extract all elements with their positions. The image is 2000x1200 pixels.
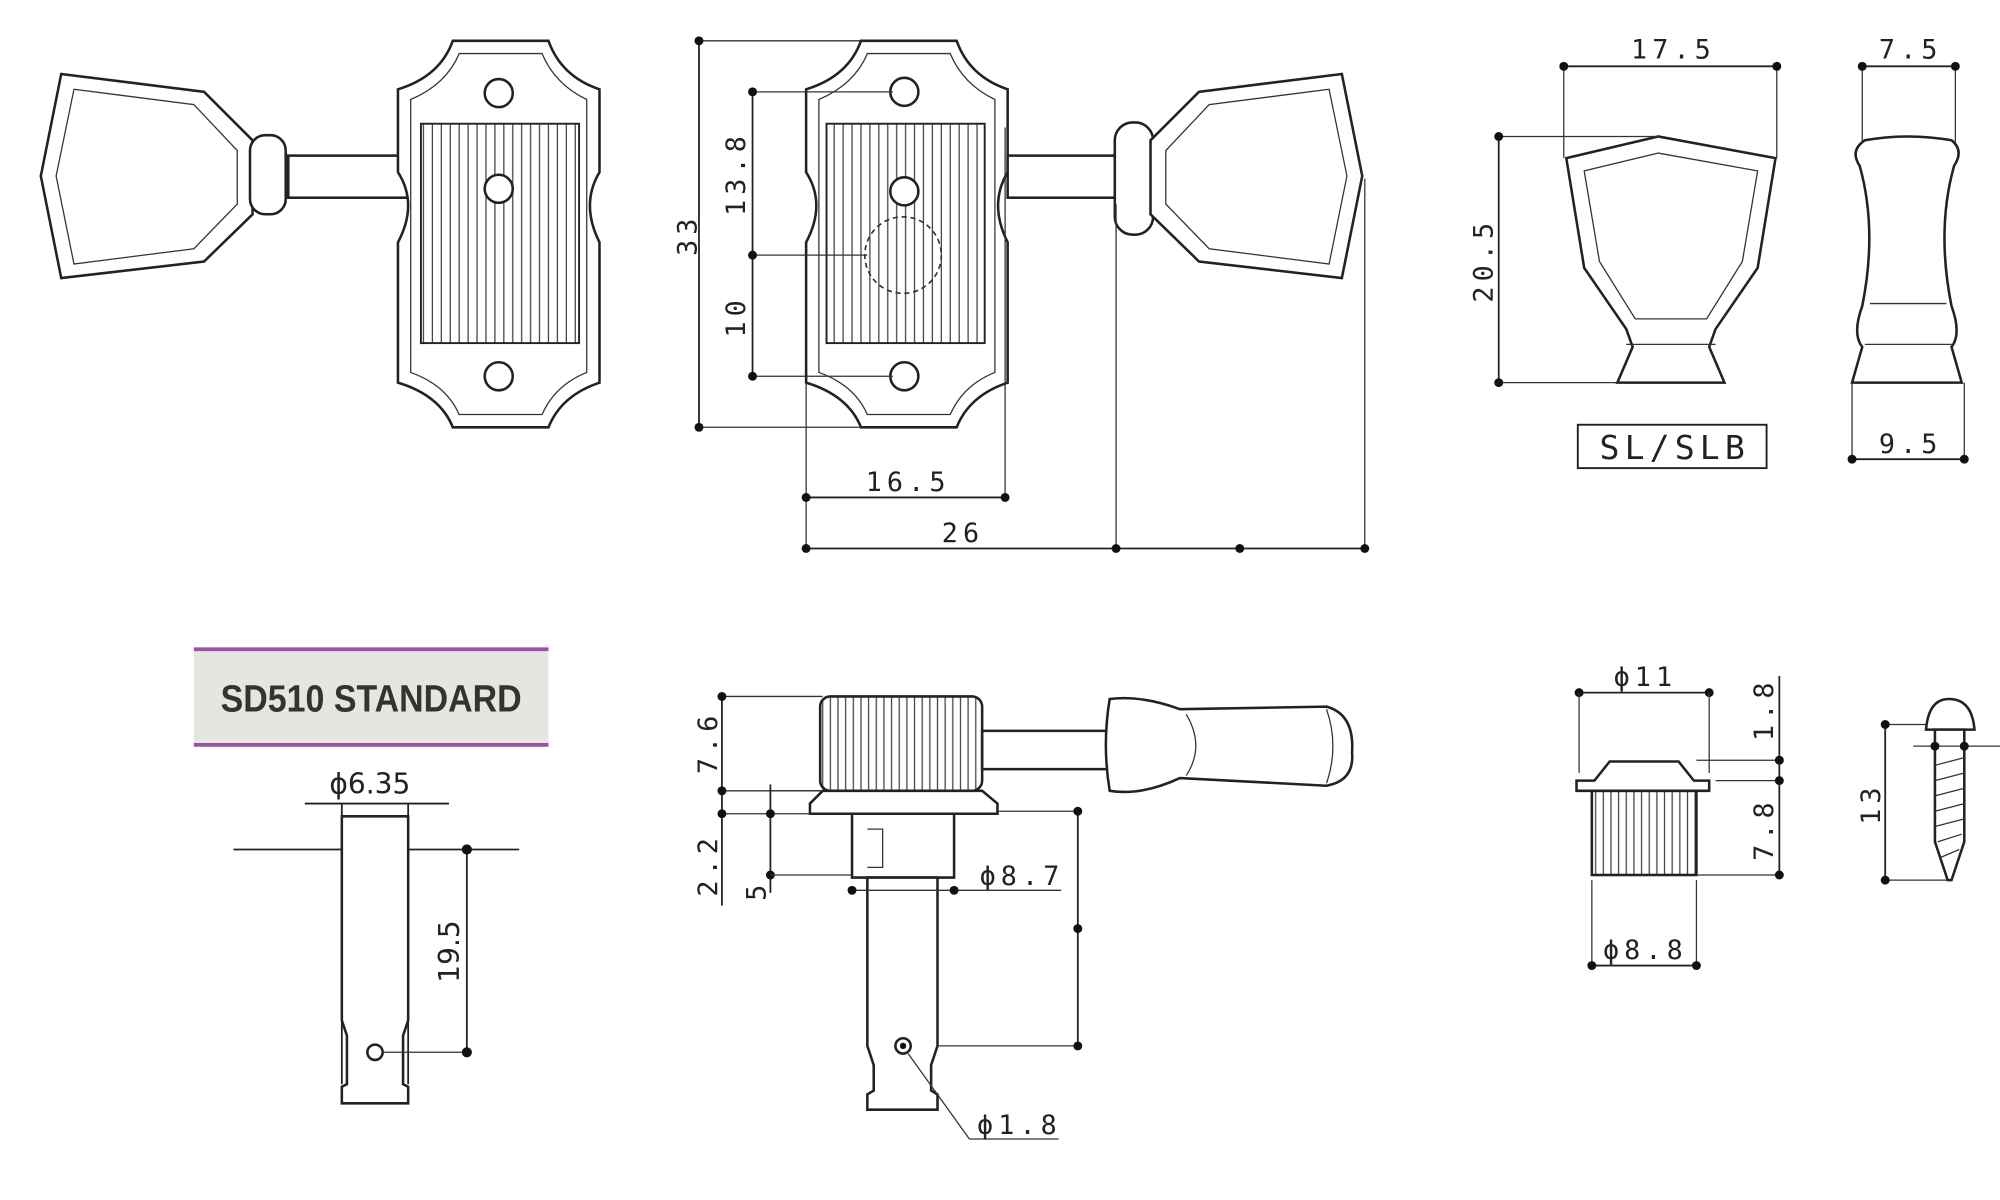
key-button-views: 17.5 20.5 SL/SLB 7.5 9.5 bbox=[1468, 35, 1969, 470]
dim-post-length: 19.5 bbox=[433, 920, 466, 982]
shaft bbox=[1006, 154, 1122, 199]
dim-width-16-5: 16.5 bbox=[866, 467, 951, 498]
dim-bushing-height: 7.8 bbox=[1749, 797, 1780, 861]
shaft bbox=[286, 154, 410, 199]
screw-shank bbox=[1933, 728, 1966, 882]
key-button-side bbox=[1850, 135, 1964, 384]
dim-screw-length: 13 bbox=[1856, 782, 1887, 824]
model-title: SD510 STANDARD bbox=[221, 678, 522, 721]
screw-hole bbox=[889, 76, 920, 108]
bushing-body bbox=[1590, 789, 1698, 877]
key-button bbox=[1149, 72, 1364, 280]
sd510-standard-post: SD510 STANDARD ϕ6.35 19.5 bbox=[193, 647, 549, 1105]
dim-height-20-5: 20.5 bbox=[1468, 218, 1499, 303]
key-collar bbox=[1113, 121, 1155, 236]
screw-hole bbox=[483, 360, 515, 392]
knurled-cap bbox=[818, 695, 984, 793]
dim-height-33: 33 bbox=[672, 213, 703, 255]
model-label-box bbox=[1576, 423, 1768, 470]
dim-hole-diameter: ϕ1.8 bbox=[977, 1110, 1062, 1141]
dim-bushing-bottom-diameter: ϕ8.8 bbox=[1603, 935, 1688, 966]
screw-hole bbox=[483, 173, 515, 205]
screw-hole bbox=[889, 360, 920, 392]
tuner-front-view-left bbox=[39, 39, 601, 429]
screw-hole bbox=[889, 176, 920, 207]
tuner-front-view-dimensioned: 33 13.8 10 16.5 26 bbox=[672, 36, 1370, 553]
dim-collar: 5 bbox=[741, 880, 772, 901]
dim-side-top-7-5: 7.5 bbox=[1879, 35, 1943, 66]
ribbed-cover bbox=[419, 122, 581, 345]
key-collar bbox=[248, 133, 287, 216]
post-body bbox=[340, 815, 410, 1105]
flange bbox=[808, 789, 999, 816]
screw-hole bbox=[483, 77, 515, 109]
key-button-side bbox=[1104, 696, 1354, 794]
ribbed-cover bbox=[825, 122, 986, 345]
dim-cap-height: 7.6 bbox=[693, 711, 724, 775]
string-hole bbox=[366, 1043, 384, 1062]
dim-post-diameter: ϕ6.35 bbox=[329, 767, 410, 800]
title-banner bbox=[193, 647, 549, 747]
dim-side-bottom-9-5: 9.5 bbox=[1879, 429, 1943, 460]
key-button-front bbox=[1564, 135, 1777, 384]
dim-bushing-top-diameter: ϕ11 bbox=[1614, 662, 1678, 693]
dim-hole-10: 10 bbox=[721, 295, 752, 337]
shaft bbox=[980, 729, 1111, 771]
key-button bbox=[39, 72, 254, 280]
post-body bbox=[866, 876, 939, 1111]
dim-width-17-5: 17.5 bbox=[1631, 35, 1716, 66]
dim-hole-13-8: 13.8 bbox=[721, 131, 752, 216]
dim-flange: 2.2 bbox=[693, 833, 724, 897]
tuner-side-view: 7.6 2.2 5 ϕ8.7 ϕ1.8 bbox=[693, 691, 1354, 1141]
dim-bushing-flange: 1.8 bbox=[1749, 677, 1780, 741]
model-label: SL/SLB bbox=[1600, 428, 1750, 467]
screw-head bbox=[1924, 697, 1976, 731]
dim-width-26: 26 bbox=[942, 518, 984, 549]
bushing-cap bbox=[1575, 760, 1711, 793]
bushing-and-screw: ϕ11 1.8 7.8 ϕ8.8 13 bbox=[1574, 662, 2000, 971]
dim-post-diameter: ϕ8.7 bbox=[980, 861, 1065, 892]
